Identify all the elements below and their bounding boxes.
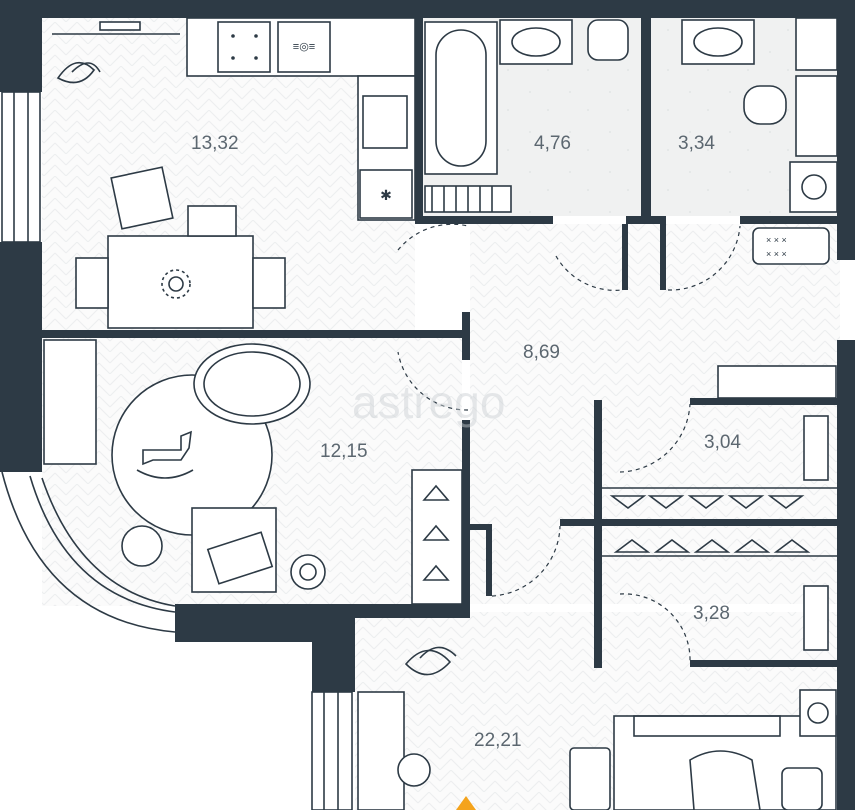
bath-toilet xyxy=(587,19,629,61)
hall-stub-left xyxy=(622,224,628,290)
area-label-wardrobe-lower: 3,28 xyxy=(693,603,730,624)
windows xyxy=(1,91,353,810)
area-label-bathroom: 4,76 xyxy=(534,133,571,154)
shelf-unit xyxy=(795,17,838,71)
crib xyxy=(193,343,311,425)
dishwasher xyxy=(277,21,331,73)
fridge xyxy=(359,169,413,219)
nightstand xyxy=(569,747,611,810)
hall-divider-stub xyxy=(560,519,594,526)
dining-table xyxy=(107,235,254,329)
kitchen-furniture: ≡◎≡ ✱ xyxy=(52,17,416,329)
area-label-kitchen: 13,32 xyxy=(191,133,239,154)
wardrobe-fixtures xyxy=(602,415,837,651)
kitchen-bottom-wall xyxy=(42,330,462,338)
area-label-toilet: 3,34 xyxy=(678,133,715,154)
kitchen-bath-wall xyxy=(415,18,423,224)
outer-wall-left-upper xyxy=(0,0,42,92)
outer-wall-top xyxy=(0,0,855,18)
washing-machine xyxy=(789,161,838,213)
bedroom-dresser xyxy=(357,691,405,810)
chair xyxy=(252,257,286,309)
svg-text:× × ×: × × × xyxy=(766,249,787,259)
stove-burners-icon xyxy=(231,34,258,60)
bath-bottom-wall-a xyxy=(415,216,553,224)
area-label-bedroom: 22,21 xyxy=(474,730,522,751)
chair xyxy=(187,205,237,237)
area-label-hallway: 8,69 xyxy=(523,342,560,363)
chair xyxy=(75,257,109,309)
kitchen-window xyxy=(1,91,41,243)
area-labels: 13,32 4,76 3,34 8,69 12,15 3,04 3,28 22,… xyxy=(191,133,741,751)
sun-toy-icon xyxy=(290,554,326,590)
bay-window xyxy=(1,471,176,633)
svg-text:≡◎≡: ≡◎≡ xyxy=(293,41,315,53)
washbasin xyxy=(499,19,573,65)
kids-right-wall-lower xyxy=(462,420,470,612)
console-table xyxy=(717,365,837,399)
kids-wardrobe xyxy=(411,469,463,605)
door-swing xyxy=(397,223,469,251)
kids-room-furniture xyxy=(43,339,463,605)
wardrobe-left-wall xyxy=(594,400,602,668)
sink xyxy=(362,95,408,149)
kids-shelf xyxy=(43,339,97,465)
wardrobe-top-wall xyxy=(690,398,837,405)
bath-bottom-wall-b xyxy=(626,216,666,224)
bedroom-door-post xyxy=(486,524,492,596)
outer-wall-right xyxy=(837,0,855,260)
toilet-washbasin xyxy=(681,19,755,65)
stove xyxy=(217,21,271,73)
plant-icon xyxy=(404,646,457,676)
hallway-furniture: × × × × × × xyxy=(397,223,837,663)
plant-icon xyxy=(56,61,101,84)
rocking-horse-icon xyxy=(136,430,194,479)
entrance-marker-icon xyxy=(456,796,476,810)
bedroom-window xyxy=(311,691,353,810)
toilet-bowl xyxy=(743,85,787,125)
flower-icon xyxy=(161,269,191,299)
shoe-bench xyxy=(752,227,830,265)
bedroom-stub xyxy=(470,524,490,530)
svg-text:× × ×: × × × xyxy=(766,235,787,245)
wardrobe-bottom-wall xyxy=(690,660,837,667)
toilet-bottom-wall xyxy=(740,216,837,224)
bathroom-fixtures xyxy=(424,17,838,213)
bath-toilet-wall xyxy=(641,18,651,224)
chair xyxy=(110,166,174,230)
watermark: astrego xyxy=(352,376,505,428)
wardrobe-divider-wall xyxy=(602,519,837,526)
area-label-wardrobe-upper: 3,04 xyxy=(704,432,741,453)
outer-wall-left-mid xyxy=(0,242,42,472)
hallway-floor xyxy=(470,224,840,604)
outer-wall-right-lower xyxy=(837,340,855,810)
pouf xyxy=(121,525,163,567)
svg-text:✱: ✱ xyxy=(380,187,392,203)
corner-block-lower xyxy=(312,612,355,692)
kids-right-wall xyxy=(462,312,470,360)
bedroom-furniture xyxy=(357,646,837,810)
hall-stub-right xyxy=(660,224,666,290)
area-label-kids-room: 12,15 xyxy=(320,441,368,462)
